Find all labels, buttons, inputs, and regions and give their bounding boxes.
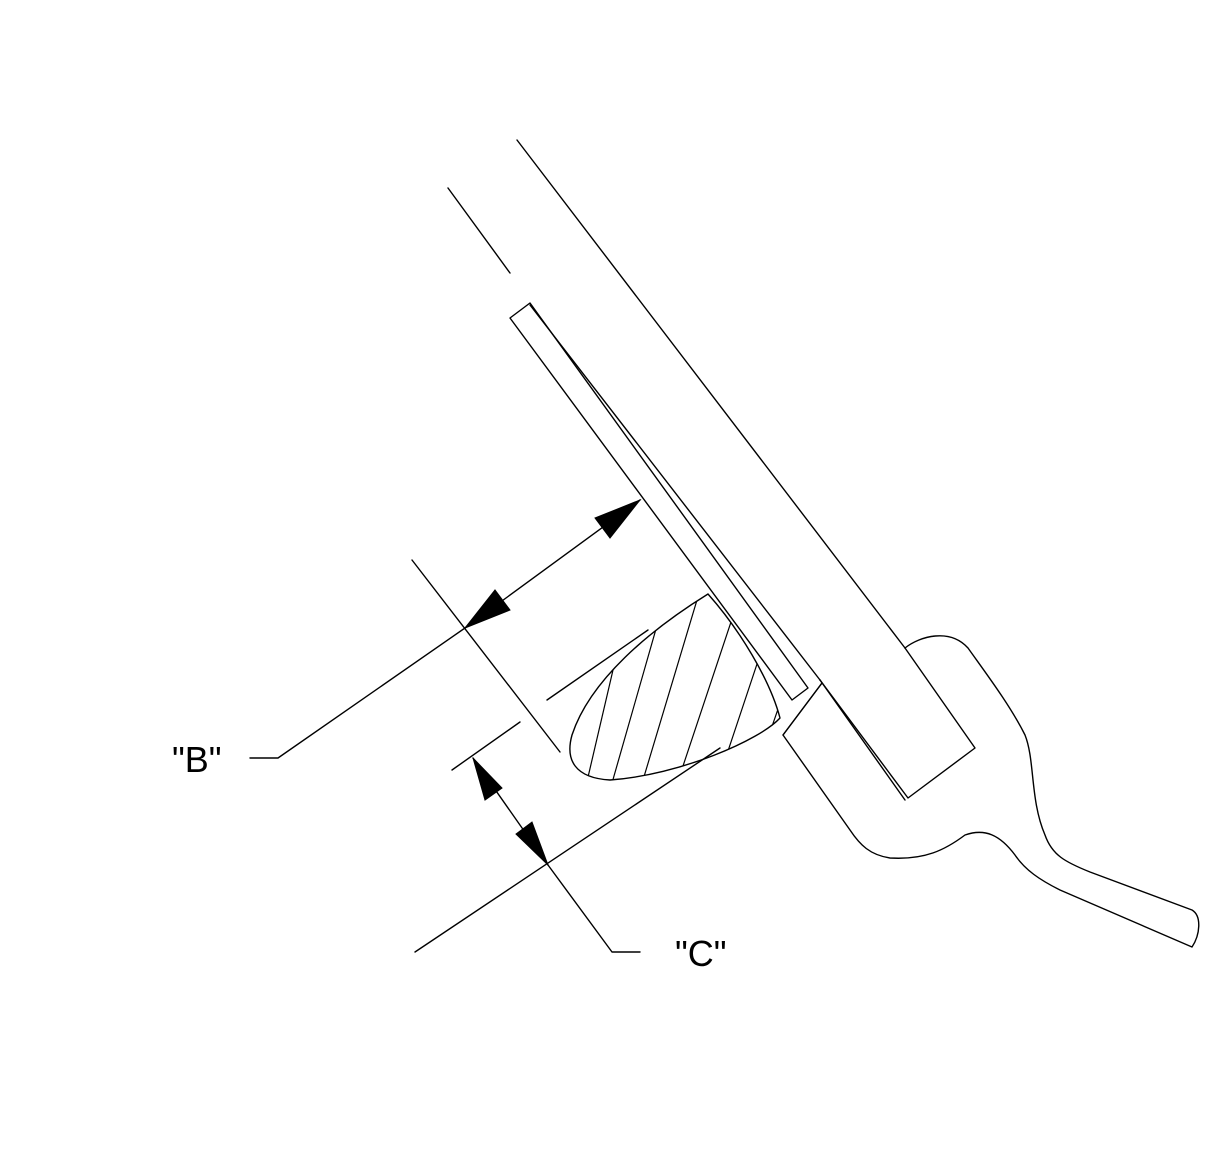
urethane-bead — [569, 593, 781, 781]
dimension-c — [414, 629, 721, 953]
dimension-b-arrow-lower — [463, 589, 511, 630]
panel-outer-edge — [516, 139, 906, 649]
spacer-strip-outline — [509, 302, 809, 701]
dimension-c-arrow-upper — [472, 757, 503, 801]
panel-block-outline — [819, 647, 976, 799]
callout-label-c: "C" — [675, 933, 727, 974]
dimension-c-extension-lower-a — [414, 747, 721, 953]
spacer-strip — [509, 302, 809, 701]
molding-profile — [782, 635, 1200, 948]
dimension-b — [249, 498, 642, 759]
urethane-bead-hatching — [584, 594, 780, 780]
glass-face-line — [529, 304, 821, 681]
glass-pane — [529, 304, 906, 801]
dimension-c-extension-upper-b — [451, 721, 521, 771]
dimension-b-leader — [249, 627, 466, 759]
callout-label-b: "B" — [172, 739, 222, 780]
panel-inner-edge — [447, 187, 511, 274]
panel-block — [819, 647, 976, 799]
dimension-b-extension-line — [411, 559, 561, 753]
urethane-bead-outline — [569, 593, 781, 781]
dimension-c-arrow-lower — [515, 821, 549, 866]
molding-outline — [782, 635, 1200, 948]
dimension-c-extension-upper-a — [546, 629, 649, 701]
dimension-c-leader — [547, 864, 641, 953]
body-panel — [447, 139, 906, 649]
molding-lip — [782, 682, 823, 736]
dimension-b-arrow-upper — [594, 498, 642, 539]
